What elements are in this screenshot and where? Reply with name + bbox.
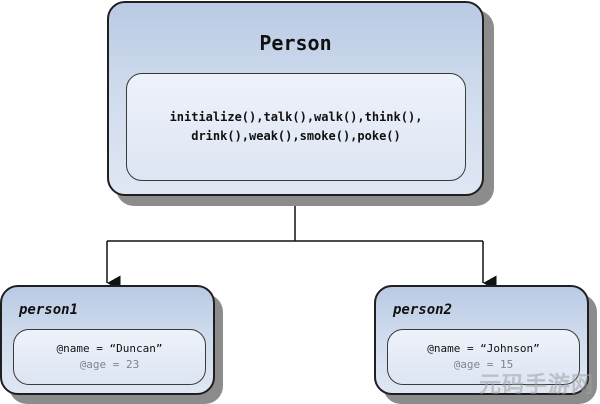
person1-title: person1 bbox=[19, 302, 79, 318]
person1-attributes-panel: @name = “Duncan” @age = 23 bbox=[13, 329, 206, 385]
person-class-box: Person initialize(),talk(),walk(),think(… bbox=[107, 1, 484, 196]
class-title: Person bbox=[259, 31, 332, 55]
person2-age-attr: @age = 15 bbox=[453, 358, 514, 371]
methods-line-1: initialize(),talk(),walk(),think(), bbox=[169, 110, 423, 124]
methods-panel: initialize(),talk(),walk(),think(), drin… bbox=[126, 73, 466, 181]
person2-title: person2 bbox=[393, 302, 453, 318]
methods-line-2: drink(),weak(),smoke(),poke() bbox=[191, 129, 401, 143]
person1-name-attr: @name = “Duncan” bbox=[56, 342, 163, 355]
person2-instance-box: person2 @name = “Johnson” @age = 15 bbox=[374, 285, 589, 395]
person2-attributes-panel: @name = “Johnson” @age = 15 bbox=[387, 329, 580, 385]
person2-name-attr: @name = “Johnson” bbox=[427, 342, 540, 355]
watermark: 元码手游网 bbox=[478, 373, 594, 398]
person1-age-attr: @age = 23 bbox=[79, 358, 140, 371]
person1-instance-box: person1 @name = “Duncan” @age = 23 bbox=[0, 285, 215, 395]
